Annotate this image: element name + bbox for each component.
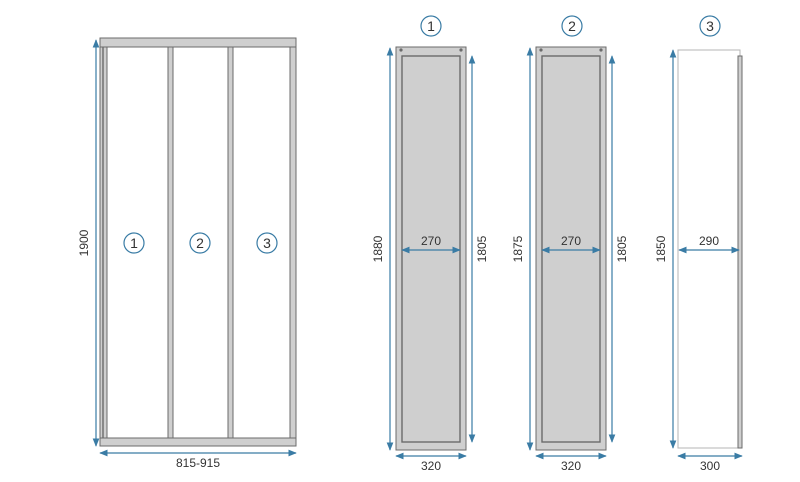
- assembly-width-label: 815-915: [176, 456, 220, 470]
- assembly-panel-number-2: 2: [189, 232, 211, 254]
- assembly-bottom-rail: [99, 437, 297, 447]
- svg-text:2: 2: [196, 235, 204, 251]
- panel-1-inner-width-label: 270: [421, 234, 441, 248]
- panel-3-edge-profile: [737, 55, 743, 449]
- panel-1-outer-height-label: 1880: [371, 235, 385, 262]
- panel-3-glass: [677, 49, 741, 449]
- panel-2-outer-frame: [535, 46, 607, 451]
- assembly-divider-2: [227, 46, 234, 439]
- svg-text:1: 1: [427, 18, 435, 34]
- svg-text:3: 3: [706, 18, 714, 34]
- assembly-right-profile: [289, 46, 297, 439]
- panel-2-outer-width-label: 320: [561, 459, 581, 473]
- assembly-divider-1: [167, 46, 174, 439]
- panel-1-view: 1 1880 1805 270 320: [371, 15, 489, 473]
- svg-text:2: 2: [568, 18, 576, 34]
- panel-2-inner-height-label: 1805: [615, 235, 629, 262]
- svg-text:3: 3: [263, 235, 271, 251]
- panel-1-outer-frame: [395, 46, 467, 451]
- assembly-top-rail: [99, 37, 297, 48]
- panel-1-outer-width-label: 320: [421, 459, 441, 473]
- panel-3-inner-width-label: 290: [699, 234, 719, 248]
- panel-3-outer-height-label: 1850: [654, 235, 668, 262]
- panel-2-outer-height-label: 1875: [511, 235, 525, 262]
- assembly-view: 1900 815-915 1 2 3: [77, 37, 297, 470]
- svg-text:1: 1: [130, 235, 138, 251]
- panel-2-view: 2 1875 1805 270 320: [511, 15, 629, 473]
- panel-3-outer-width-label: 300: [700, 459, 720, 473]
- panel-1-number: 1: [420, 15, 442, 37]
- panel-1-inner-height-label: 1805: [475, 235, 489, 262]
- assembly-height-label: 1900: [77, 229, 91, 256]
- assembly-panel-number-1: 1: [123, 232, 145, 254]
- panel-3-number: 3: [699, 15, 721, 37]
- panel-2-inner-width-label: 270: [561, 234, 581, 248]
- assembly-panel-number-3: 3: [256, 232, 278, 254]
- panel-2-number: 2: [561, 15, 583, 37]
- panel-3-view: 3 1850 290 300: [654, 15, 743, 473]
